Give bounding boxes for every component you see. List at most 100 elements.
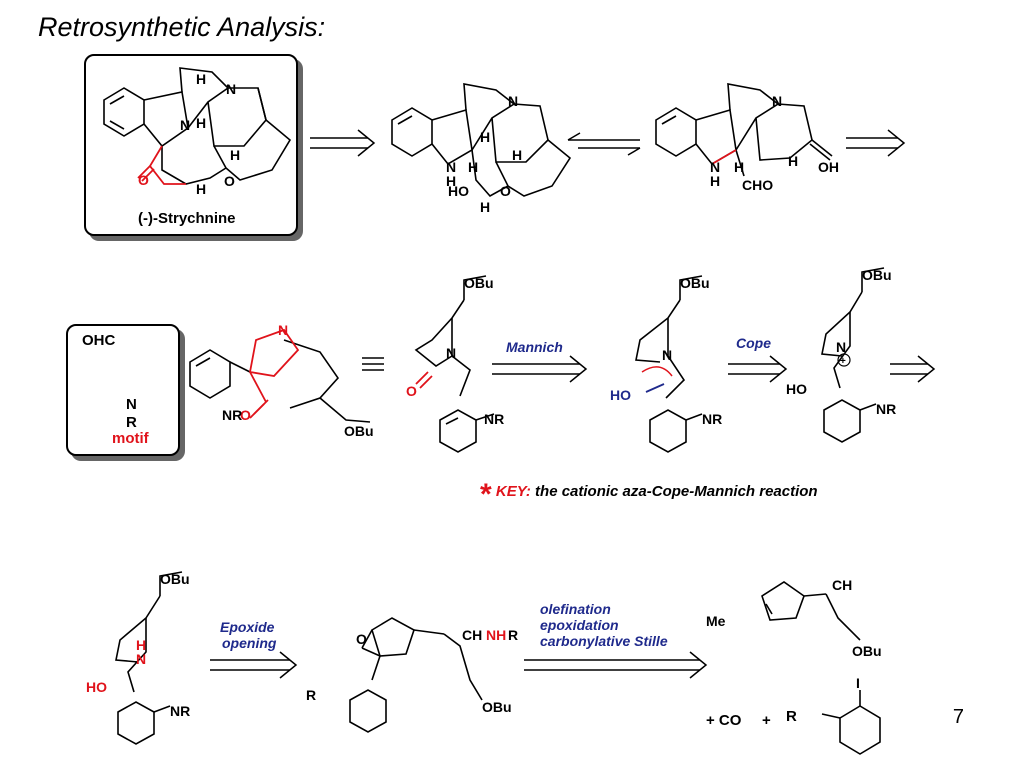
epoxide-label-2: opening	[222, 635, 277, 651]
retro-arrow-3	[890, 355, 936, 383]
azabicycle-ketone	[414, 275, 495, 453]
strychnine-lactam	[137, 145, 186, 185]
strychnine-o-carbonyl: O	[138, 172, 149, 188]
svg-text:NR: NR	[484, 411, 504, 427]
motif-r-label: R	[126, 414, 137, 431]
stille-arrow	[524, 651, 708, 679]
svg-text:H: H	[480, 199, 490, 215]
svg-text:NR: NR	[170, 703, 190, 719]
motif-n-label: N	[126, 396, 137, 413]
key-note: * KEY: the cationic aza-Cope-Mannich rea…	[480, 478, 818, 512]
equivalence-sign	[362, 357, 384, 371]
svg-text:HO: HO	[786, 381, 807, 397]
enol-iminium	[635, 275, 703, 453]
svg-text:I: I	[856, 675, 860, 691]
stille-label-2: epoxidation	[540, 617, 619, 633]
strychnine-box: (-)-Strychnine	[84, 54, 298, 236]
svg-text:N: N	[136, 651, 146, 667]
svg-text:N: N	[446, 159, 456, 175]
svg-text:OBu: OBu	[160, 571, 190, 587]
motif-ohc-label: OHC	[82, 332, 116, 349]
key-star: *	[480, 478, 492, 511]
svg-text:OBu: OBu	[464, 275, 494, 291]
strychnine-label: (-)-Strychnine	[138, 210, 236, 227]
mannich-arrow	[492, 355, 588, 383]
svg-text:H: H	[196, 71, 206, 87]
svg-text:H: H	[734, 159, 744, 175]
allyl-iminium	[821, 267, 885, 443]
svg-text:N: N	[508, 93, 518, 109]
amino-alcohol	[115, 571, 183, 745]
slide-title: Retrosynthetic Analysis:	[38, 12, 326, 42]
svg-text:N: N	[662, 347, 672, 363]
svg-text:H: H	[196, 115, 206, 131]
motif-caption: motif	[112, 430, 149, 447]
retro-arrow-1	[310, 129, 376, 157]
svg-text:N: N	[710, 159, 720, 175]
svg-text:Me: Me	[706, 613, 726, 629]
svg-text:O: O	[356, 631, 367, 647]
svg-text:O: O	[500, 183, 511, 199]
svg-text:H: H	[196, 181, 206, 197]
svg-text:NR: NR	[702, 411, 722, 427]
enol-ho: HO	[610, 387, 631, 403]
svg-text:H: H	[710, 173, 720, 189]
page-number: 7	[952, 706, 964, 728]
svg-text:NR: NR	[222, 407, 242, 423]
svg-text:H: H	[512, 147, 522, 163]
s3-cho: CHO	[742, 177, 773, 193]
s2-ho: HO	[448, 183, 469, 199]
svg-text:H: H	[446, 173, 456, 189]
svg-text:R: R	[306, 687, 316, 703]
epoxide-label-1: Epoxide	[220, 619, 275, 635]
svg-text:H: H	[468, 159, 478, 175]
svg-text:N: N	[836, 339, 846, 355]
tetracycle-red	[249, 328, 300, 419]
svg-text:NH: NH	[486, 627, 506, 643]
strychnine-structure	[103, 67, 292, 185]
svg-text:OBu: OBu	[862, 267, 892, 283]
svg-text:OBu: OBu	[680, 275, 710, 291]
svg-text:H: H	[136, 637, 146, 653]
retro-arrow-2	[846, 129, 906, 157]
svg-text:N: N	[226, 81, 236, 97]
epoxide-arrow	[210, 651, 298, 679]
epoxy-cyclopentane	[349, 617, 483, 733]
svg-text:OBu: OBu	[852, 643, 882, 659]
key-prefix: KEY:	[495, 483, 531, 500]
svg-text:OBu: OBu	[482, 699, 512, 715]
svg-text:N: N	[446, 345, 456, 361]
svg-text:CH: CH	[462, 627, 482, 643]
svg-text:H: H	[480, 129, 490, 145]
svg-text:R: R	[508, 627, 518, 643]
svg-text:N: N	[180, 117, 190, 133]
svg-text:N: N	[772, 93, 782, 109]
svg-text:NR: NR	[876, 401, 896, 417]
svg-text:OBu: OBu	[344, 423, 374, 439]
svg-text:HO: HO	[86, 679, 107, 695]
motif-box: OHC N R motif	[66, 324, 180, 456]
s3-oh: OH	[818, 159, 839, 175]
intermediate-2-structure	[391, 83, 572, 198]
svg-text:O: O	[240, 407, 251, 423]
svg-text:CH: CH	[832, 577, 852, 593]
equilibrium-arrows	[567, 132, 641, 156]
stannyl-cyclopentene	[761, 581, 861, 641]
svg-text:O: O	[224, 173, 235, 189]
svg-text:H: H	[788, 153, 798, 169]
plus-sign: +	[762, 712, 771, 729]
plus-co: + CO	[706, 712, 742, 729]
cope-arrow	[728, 355, 788, 383]
mannich-label: Mannich	[506, 339, 563, 355]
stille-label-1: olefination	[540, 601, 611, 617]
svg-text:O: O	[406, 383, 417, 399]
stille-label-3: carbonylative Stille	[540, 633, 668, 649]
svg-text:H: H	[230, 147, 240, 163]
iodoaniline	[821, 690, 881, 755]
svg-text:+: +	[840, 356, 846, 367]
cope-label: Cope	[736, 335, 771, 351]
r2n-label: R	[786, 708, 797, 725]
tetracycle-structure	[189, 339, 371, 423]
key-text: the cationic aza-Cope-Mannich reaction	[530, 483, 818, 500]
